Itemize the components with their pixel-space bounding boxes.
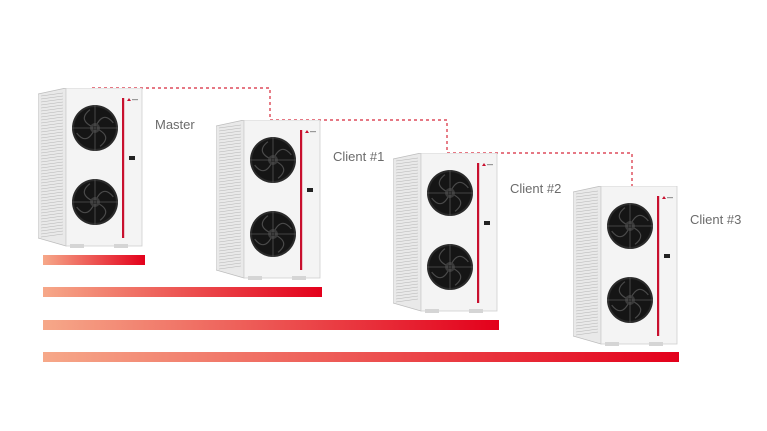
capacity-bar-3: [43, 320, 499, 330]
outdoor-unit-client-2: [392, 152, 499, 320]
capacity-bar-4: [43, 352, 679, 362]
fan-icon: [427, 170, 473, 216]
label-client-1: Client #1: [333, 149, 385, 164]
capacity-bar-1: [43, 255, 145, 265]
label-master: Master: [155, 117, 195, 132]
fan-icon: [72, 179, 118, 225]
link-client2-client3: [447, 152, 633, 187]
fan-icon: [427, 244, 473, 290]
label-client-3: Client #3: [690, 212, 742, 227]
label-client-2: Client #2: [510, 181, 562, 196]
capacity-bar-2: [43, 287, 322, 297]
fan-icon: [607, 277, 653, 323]
link-master-client1: [92, 87, 271, 120]
outdoor-unit-client-3: [572, 185, 679, 353]
fan-icon: [72, 105, 118, 151]
outdoor-unit-client-1: [215, 119, 322, 287]
fan-icon: [250, 137, 296, 183]
fan-icon: [250, 211, 296, 257]
link-client1-client2: [270, 119, 448, 153]
outdoor-unit-master: [37, 87, 144, 255]
fan-icon: [607, 203, 653, 249]
